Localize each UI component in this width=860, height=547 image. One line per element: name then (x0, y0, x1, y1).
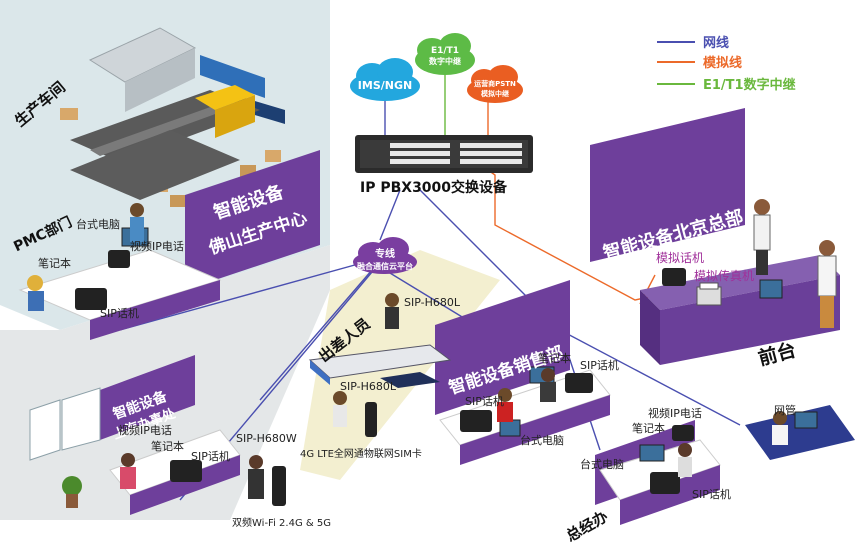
converged-cloud-shape (353, 237, 417, 274)
factory-desk-base (90, 280, 220, 340)
shanghai-video-phone-label: 视频IP电话 (118, 424, 172, 437)
wifi-label: 双频Wi-Fi 2.4G & 5G (232, 518, 331, 529)
factory-desktop-label: 台式电脑 (76, 218, 120, 231)
gm-desktop-label: 台式电脑 (580, 458, 624, 471)
people-figures (27, 199, 837, 499)
e1-cloud-label-1: E1/T1 (430, 46, 460, 56)
legend-label-analog: 模拟线 (703, 56, 743, 71)
glass-door (29, 387, 101, 461)
factory-banner-shape (185, 150, 320, 290)
shanghai-banner-shape (100, 355, 195, 440)
factory-video-phone-label: 视频IP电话 (130, 240, 184, 253)
sales-laptop-label: 笔记本 (538, 352, 571, 365)
factory-illustration (60, 27, 285, 207)
e1-cloud-label-2: 数字中继 (429, 57, 461, 66)
legend-swatch-network (657, 40, 695, 43)
factory-sip-phone-label: SIP话机 (100, 307, 139, 320)
analog-fax-label: 模拟传真机 (694, 269, 755, 283)
gm-sip-phone-label: SIP话机 (692, 488, 731, 501)
legend-item-e1: E1/T1数字中继 (657, 74, 796, 93)
legend-label-e1: E1/T1数字中继 (703, 78, 796, 93)
sales-desktop-label: 台式电脑 (520, 434, 564, 447)
ims-cloud-label: IMS/NGN (357, 79, 413, 92)
shanghai-laptop-label: 笔记本 (151, 440, 184, 453)
sip-h680l-label-a: SIP-H680L (404, 296, 460, 309)
pbx-device (355, 135, 533, 173)
legend-swatch-analog (657, 60, 695, 63)
sim-card-label: 4G LTE全网通物联网SIM卡 (300, 449, 422, 460)
gm-video-phone-label: 视频IP电话 (648, 407, 702, 420)
beijing-banner-shape (590, 108, 745, 262)
legend-item-network: 网线 (657, 32, 729, 51)
pbx-title: IP PBX3000交换设备 (360, 180, 508, 196)
converged-cloud-label-2: 融合通信云平台 (357, 262, 413, 271)
converged-cloud-label-1: 专线 (375, 249, 395, 260)
train-shape (308, 344, 452, 388)
phone-icons (75, 250, 694, 494)
pstn-cloud-label-2: 模拟中继 (481, 90, 509, 98)
sip-h680w-device (272, 466, 286, 506)
sales-desk-base (460, 395, 610, 465)
legend-label-network: 网线 (703, 36, 730, 51)
shanghai-sip-phone-label: SIP话机 (191, 450, 230, 463)
legend-item-analog: 模拟线 (657, 52, 742, 71)
netadmin-label: 网管 (774, 404, 796, 417)
e1-cloud-shape (415, 33, 475, 75)
analog-phone-label: 模拟话机 (656, 251, 705, 265)
sip-h680l-label-b: SIP-H680L (340, 380, 396, 393)
gm-desk-base (620, 465, 720, 525)
pstn-cloud-shape (467, 65, 523, 103)
netadmin-desk (745, 405, 855, 460)
sip-h680w-label: SIP-H680W (236, 432, 297, 445)
pstn-cloud-label-1: 运营商PSTN (474, 80, 516, 88)
sales-sip-phone-b-label: SIP话机 (465, 395, 504, 408)
factory-laptop-label: 笔记本 (38, 257, 71, 270)
legend-swatch-e1 (657, 82, 695, 85)
sip-h680l-device (365, 402, 377, 437)
ims-cloud-shape (350, 58, 420, 101)
fax-machine-shape (696, 282, 722, 306)
sales-sip-phone-a-label: SIP话机 (580, 359, 619, 372)
gm-laptop-label: 笔记本 (632, 422, 665, 435)
plant-decoration (62, 476, 82, 508)
shanghai-desk-base (130, 455, 240, 515)
front-desk-counter (640, 255, 840, 365)
